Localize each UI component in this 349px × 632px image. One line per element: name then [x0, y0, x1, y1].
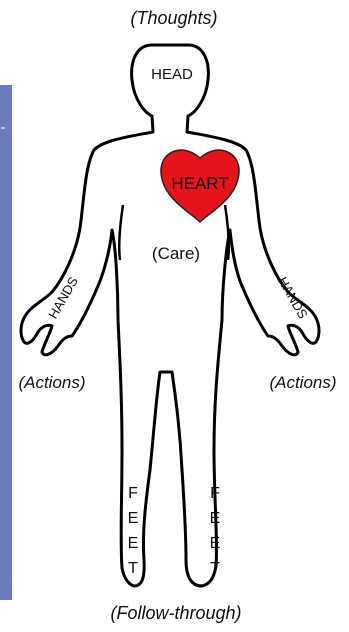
heart-label: HEART [171, 174, 228, 193]
feet-caption: (Follow-through) [110, 603, 241, 623]
side-bar [0, 85, 12, 600]
right-feet-letter: E [210, 510, 221, 527]
body-outline [21, 45, 319, 586]
right-actions-caption: (Actions) [269, 373, 336, 392]
right-feet-letter: E [210, 535, 221, 552]
right-feet-letter: T [210, 560, 220, 577]
head-caption: (Thoughts) [130, 8, 217, 28]
heart-caption: (Care) [152, 244, 200, 263]
left-feet-letter: E [128, 535, 139, 552]
left-feet-letter: T [128, 560, 138, 577]
left-feet-letter: E [128, 510, 139, 527]
head-label: HEAD [151, 66, 193, 83]
right-feet-letter: F [210, 485, 220, 502]
left-feet-letter: F [128, 485, 138, 502]
left-actions-caption: (Actions) [18, 373, 85, 392]
